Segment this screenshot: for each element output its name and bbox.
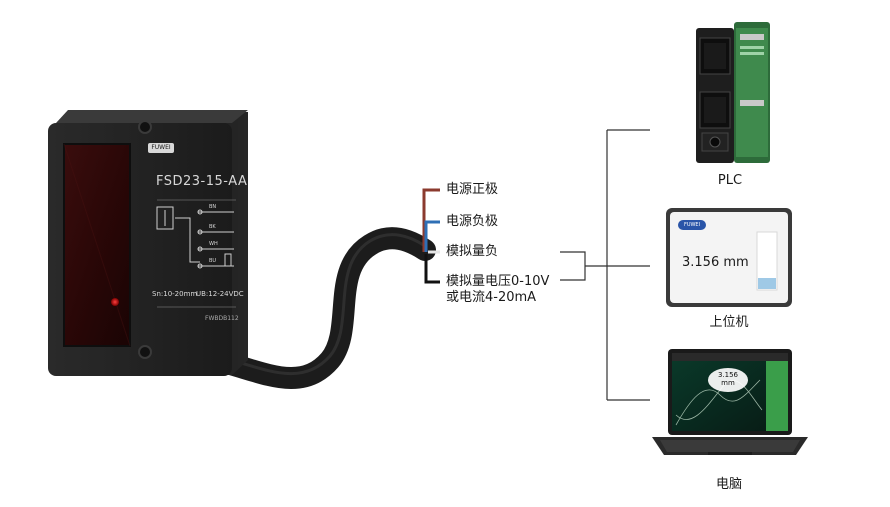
- wire-bundle: [422, 188, 440, 284]
- mount-hole-bottom: [138, 345, 152, 359]
- laptop-reading-box: 3.156 mm: [708, 371, 748, 387]
- sensor-range: Sn:10-20mm: [152, 290, 198, 298]
- laptop-label: 电脑: [715, 477, 742, 492]
- laptop-reading-unit: mm: [721, 379, 735, 387]
- plc-label: PLC: [717, 173, 743, 188]
- host-brand: FUWEI: [683, 222, 701, 228]
- wiring-schematic: [156, 206, 234, 269]
- wire-label-analog-output-current: 或电流4-20mA: [446, 290, 537, 305]
- laptop-device: [652, 349, 808, 455]
- mount-hole-top: [138, 120, 152, 134]
- wire-label-analog-negative: 模拟量负: [446, 244, 499, 259]
- sensor-led: [111, 298, 119, 306]
- sensor-body: [48, 110, 248, 376]
- sensor-voltage: UB:12-24VDC: [196, 290, 244, 298]
- sensor-brand: FUWEI: [151, 144, 171, 151]
- host-brand-badge: FUWEI: [678, 220, 706, 230]
- sensor-lens: [63, 143, 131, 347]
- wire-label-power-positive: 电源正极: [446, 182, 499, 197]
- sensor-model: FSD23-15-AA: [156, 174, 248, 189]
- host-panel: [666, 208, 792, 307]
- connection-lines: [560, 129, 650, 401]
- wire-label-power-negative: 电源负极: [446, 214, 499, 229]
- host-label: 上位机: [709, 315, 749, 330]
- sensor-brand-badge: FUWEI: [148, 143, 174, 153]
- pin-label-bu: BU: [209, 258, 217, 264]
- laptop-reading: 3.156: [717, 371, 739, 379]
- pin-label-wh: WH: [209, 241, 218, 247]
- sensor-serial: FWBDB112: [205, 315, 239, 322]
- host-reading: 3.156 mm: [682, 255, 749, 270]
- plc-device: [696, 22, 770, 163]
- wire-label-analog-output: 模拟量电压0-10V: [446, 274, 550, 289]
- pin-label-bn: BN: [209, 204, 217, 210]
- pin-label-bk: BK: [209, 224, 216, 230]
